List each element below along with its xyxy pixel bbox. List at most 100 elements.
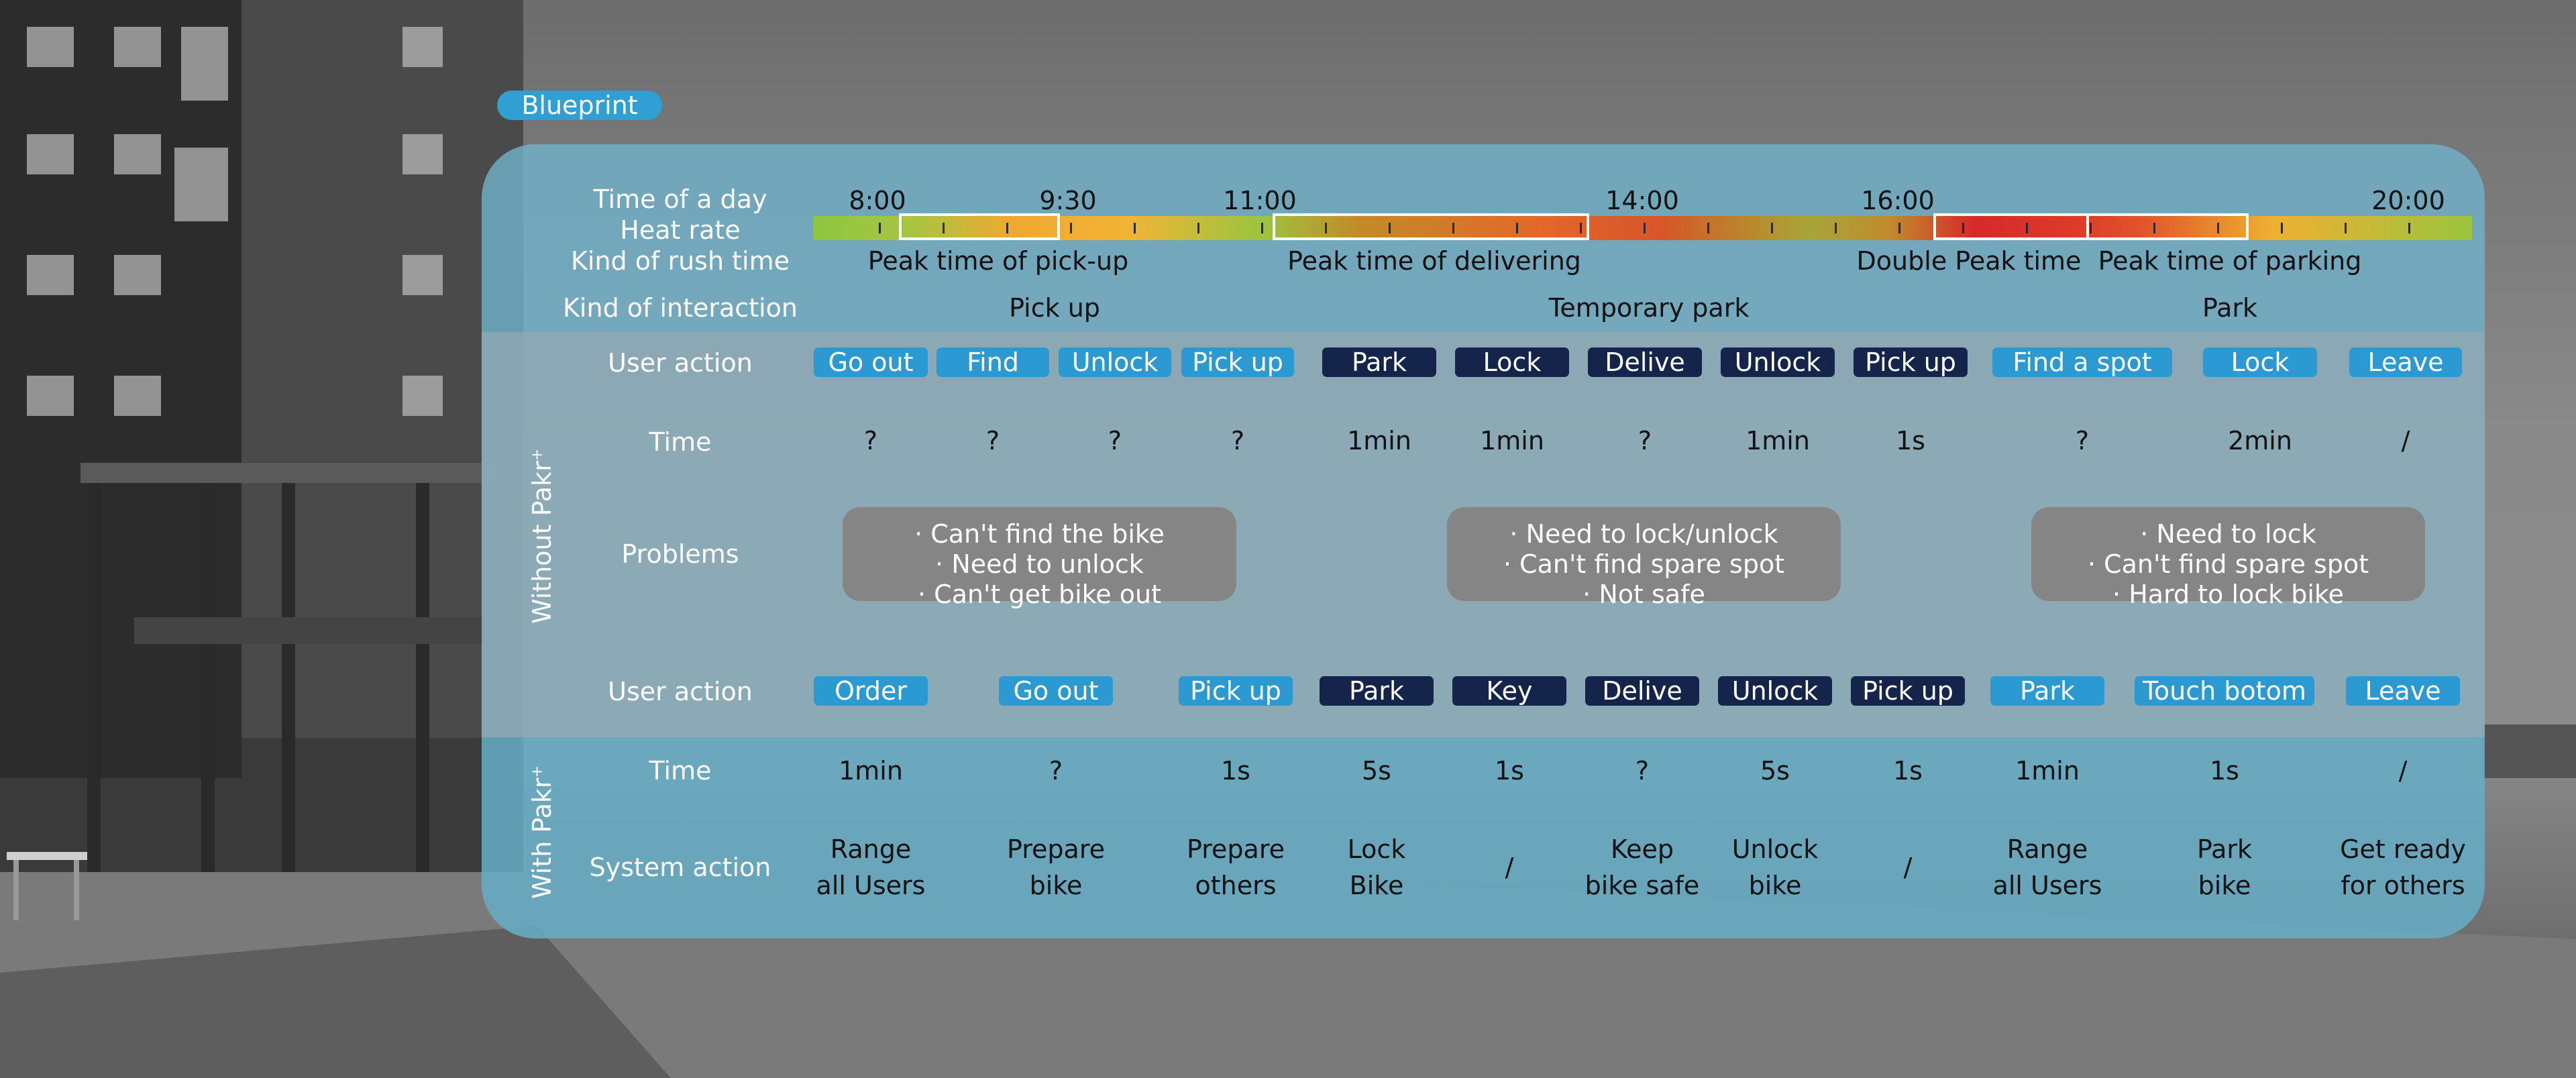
blueprint-title: Blueprint xyxy=(497,91,662,120)
row-label-time-with: Time xyxy=(649,758,712,784)
system-action-text: bike xyxy=(2198,873,2251,898)
without-time-value: 1min xyxy=(1746,428,1810,453)
problem-item: · Need to lock xyxy=(2140,519,2316,549)
interaction-label: Park xyxy=(2202,295,2257,321)
heat-rate-tick xyxy=(1134,223,1136,233)
without-time-value: ? xyxy=(2076,428,2089,453)
system-action-text: bike xyxy=(1030,873,1083,898)
row-label-time-without: Time xyxy=(649,429,712,455)
time-tick: 16:00 xyxy=(1861,188,1935,213)
without-action-unlock: Unlock xyxy=(1721,347,1835,377)
system-action-text: bike xyxy=(1749,873,1802,898)
without-action-park: Park xyxy=(1322,347,1436,377)
row-label-kind-of-rush-time: Kind of rush time xyxy=(571,248,790,274)
heat-rate-tick xyxy=(1898,223,1900,233)
with-action-delive: Delive xyxy=(1585,676,1699,706)
problem-item: · Can't get bike out xyxy=(918,580,1161,609)
problem-item: · Not safe xyxy=(1582,580,1705,609)
heat-rate-tick xyxy=(2345,223,2347,233)
rush-time-label: Double Peak time xyxy=(1857,248,2082,274)
without-action-unlock: Unlock xyxy=(1059,347,1171,377)
heat-rate-tick xyxy=(1835,223,1837,233)
peak-window-pick-up xyxy=(899,213,1060,240)
without-action-leave: Leave xyxy=(2349,347,2462,377)
without-time-value: ? xyxy=(1638,428,1652,453)
with-action-leave: Leave xyxy=(2346,676,2460,706)
interaction-label: Temporary park xyxy=(1549,295,1750,321)
problem-item: · Need to unlock xyxy=(935,549,1144,579)
problem-box: · Need to lock/unlock· Can't find spare … xyxy=(1447,507,1841,601)
with-action-unlock: Unlock xyxy=(1718,676,1832,706)
problem-item: · Hard to lock bike xyxy=(2112,580,2344,609)
with-pakr-plus: + xyxy=(529,765,545,777)
without-action-lock: Lock xyxy=(2203,347,2317,377)
peak-window-double-peak xyxy=(1933,213,2089,240)
heat-rate-tick xyxy=(1197,223,1199,233)
problem-box: · Can't find the bike· Need to unlock· C… xyxy=(843,507,1236,601)
with-time-value: ? xyxy=(1635,758,1649,784)
with-action-park: Park xyxy=(1990,676,2104,706)
system-action-text: bike safe xyxy=(1585,873,1700,898)
side-label-with-pakr: With Pakr+ xyxy=(527,765,557,899)
peak-window-parking xyxy=(2086,213,2249,240)
with-time-value: 5s xyxy=(1362,758,1391,784)
system-action-text: Prepare xyxy=(1187,837,1285,862)
heat-rate-tick xyxy=(1261,223,1263,233)
heat-rate-tick xyxy=(2408,223,2410,233)
with-action-park: Park xyxy=(1320,676,1434,706)
system-action-text: Bike xyxy=(1350,873,1404,898)
without-action-find-a-spot: Find a spot xyxy=(1992,347,2172,377)
with-action-key: Key xyxy=(1452,676,1566,706)
heat-rate-tick xyxy=(1771,223,1773,233)
row-label-time-of-day: Time of a day xyxy=(593,186,767,212)
system-action-text: for others xyxy=(2341,873,2465,898)
problem-item: · Can't find spare spot xyxy=(1503,549,1784,579)
without-action-pick-up: Pick up xyxy=(1854,347,1968,377)
problem-box: · Need to lock· Can't find spare spot· H… xyxy=(2031,507,2425,601)
row-label-kind-of-interaction: Kind of interaction xyxy=(563,295,798,321)
problem-item: · Can't find spare spot xyxy=(2088,549,2369,579)
with-section-band xyxy=(482,737,2485,938)
time-tick: 8:00 xyxy=(849,188,906,213)
heat-rate-tick xyxy=(2281,223,2283,233)
system-action-text: Keep xyxy=(1611,837,1674,862)
without-action-lock: Lock xyxy=(1455,347,1569,377)
without-pakr-text: Without Pakr xyxy=(527,461,557,624)
system-action-text: Get ready xyxy=(2340,837,2466,862)
without-action-pick-up: Pick up xyxy=(1181,347,1294,377)
without-time-value: / xyxy=(2402,428,2410,453)
without-action-find: Find xyxy=(936,347,1049,377)
rush-time-label: Peak time of delivering xyxy=(1287,248,1581,274)
heat-rate-tick xyxy=(879,223,881,233)
with-action-touch-botom: Touch botom xyxy=(2135,676,2314,706)
without-time-value: ? xyxy=(1231,428,1244,453)
without-time-value: 1s xyxy=(1896,428,1925,453)
with-time-value: 1min xyxy=(839,758,903,784)
problem-item: · Need to lock/unlock xyxy=(1509,519,1778,549)
with-time-value: 5s xyxy=(1760,758,1790,784)
without-action-delive: Delive xyxy=(1588,347,1702,377)
row-label-user-action-without: User action xyxy=(608,350,753,376)
with-time-value: 1s xyxy=(1221,758,1250,784)
with-time-value: 1s xyxy=(1495,758,1524,784)
without-time-value: ? xyxy=(986,428,1000,453)
system-action-text: all Users xyxy=(816,873,926,898)
system-action-text: Range xyxy=(2007,837,2088,862)
system-action-text: Lock xyxy=(1348,837,1406,862)
time-tick: 20:00 xyxy=(2371,188,2445,213)
without-time-value: 1min xyxy=(1347,428,1411,453)
with-pakr-text: With Pakr xyxy=(527,778,557,899)
system-action-text: others xyxy=(1195,873,1276,898)
side-label-without-pakr: Without Pakr+ xyxy=(527,449,557,624)
without-time-value: 1min xyxy=(1480,428,1544,453)
without-time-value: ? xyxy=(864,428,877,453)
with-time-value: 1min xyxy=(2015,758,2080,784)
with-action-pick-up: Pick up xyxy=(1179,676,1293,706)
heat-rate-tick xyxy=(1070,223,1072,233)
row-label-user-action-with: User action xyxy=(608,679,753,704)
without-action-go-out: Go out xyxy=(814,347,928,377)
rush-time-label: Peak time of parking xyxy=(2098,248,2362,274)
without-time-value: 2min xyxy=(2228,428,2292,453)
time-tick: 11:00 xyxy=(1223,188,1297,213)
heat-rate-tick xyxy=(1707,223,1709,233)
